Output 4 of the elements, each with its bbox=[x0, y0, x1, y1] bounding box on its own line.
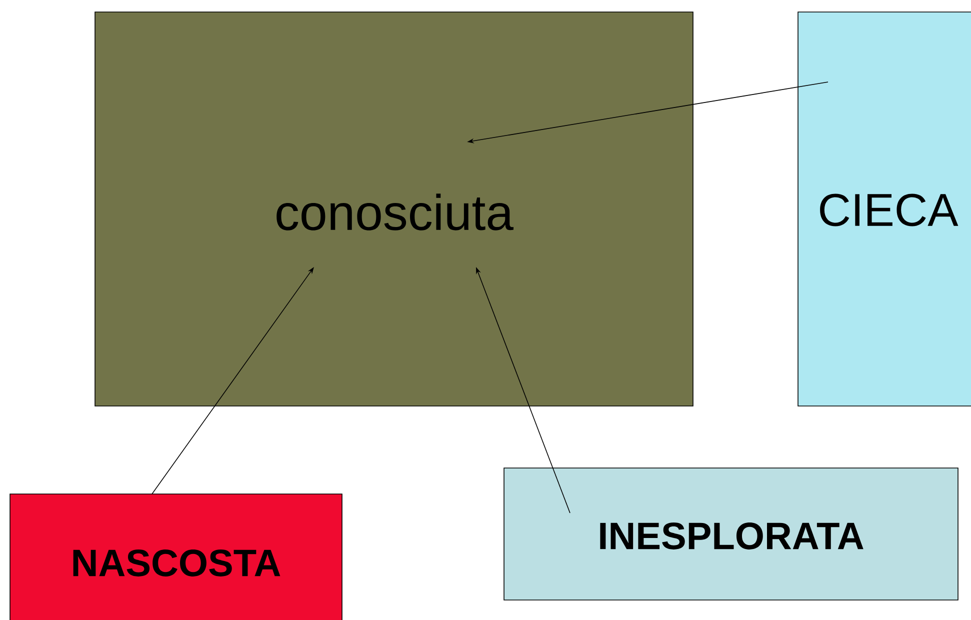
text-box: NASCOSTA bbox=[10, 494, 342, 620]
text-box: conosciuta bbox=[94, 12, 694, 406]
text-box: INESPLORATA bbox=[504, 468, 958, 600]
text-box: CIECA bbox=[798, 12, 971, 406]
